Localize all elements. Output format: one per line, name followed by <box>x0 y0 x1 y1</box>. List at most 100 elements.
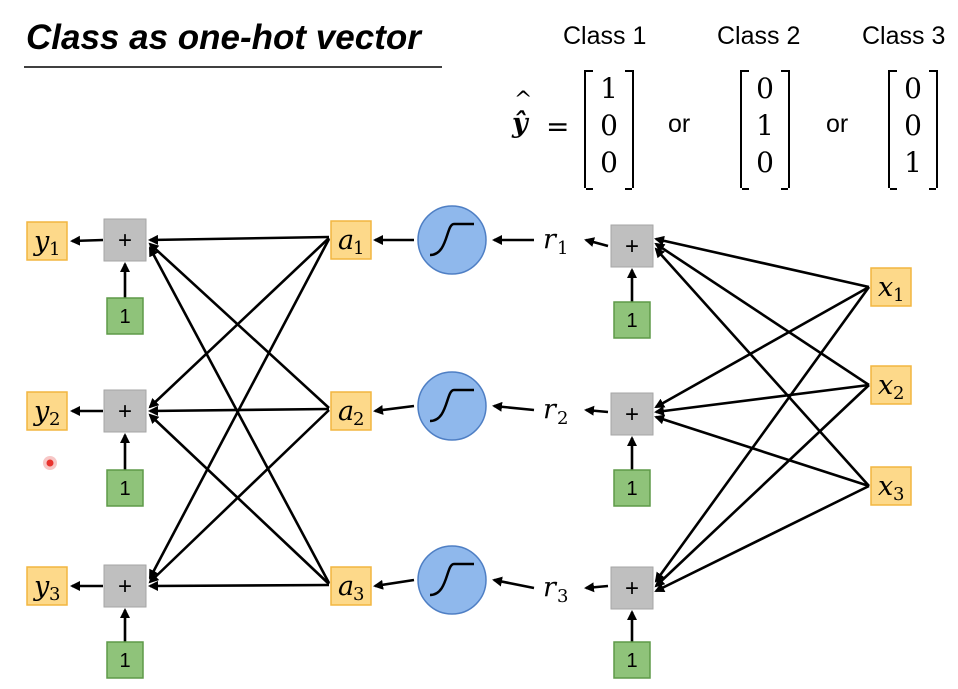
sigmoid-curve <box>429 222 474 257</box>
bias-node: 1 <box>106 297 144 335</box>
y-symbol: y <box>33 226 50 257</box>
x-subscript: 2 <box>893 383 904 404</box>
edge-x-to-sum <box>654 484 870 593</box>
class-3-label: Class 3 <box>862 22 946 50</box>
pointer-dot <box>43 456 57 470</box>
a-subscript: 1 <box>353 238 364 259</box>
bias-value: 1 <box>119 478 130 500</box>
plus-symbol: + <box>118 398 132 425</box>
a-symbol: a <box>338 571 354 602</box>
r-subscript: 3 <box>557 586 568 607</box>
one-hot-vector-class-1: 1 0 0 <box>584 70 634 190</box>
sum-node: + <box>103 218 147 262</box>
bias-value: 1 <box>626 478 637 500</box>
sigmoid-icon <box>417 205 487 275</box>
edge-sum-to-r <box>584 237 609 248</box>
plus-symbol: + <box>625 233 639 260</box>
bias-node: 1 <box>613 641 651 679</box>
edge-a-to-sum <box>148 237 330 409</box>
plus-symbol: + <box>118 573 132 600</box>
vector-entry: 0 <box>756 146 774 179</box>
vector-entry: 1 <box>600 72 618 105</box>
edge-x-to-sum <box>654 242 870 387</box>
a-symbol: a <box>338 396 354 427</box>
x-subscript: 3 <box>893 484 904 505</box>
edge-a-to-sum <box>148 405 330 416</box>
r-subscript: 2 <box>557 408 568 429</box>
or-label-2: or <box>826 110 849 138</box>
slide-title: Class as one-hot vector <box>26 18 421 57</box>
bias-value: 1 <box>119 306 130 328</box>
class-1-label: Class 1 <box>563 22 647 50</box>
edge-x-to-sum <box>654 414 870 488</box>
edge-a-to-sum <box>148 238 331 580</box>
plus-symbol: + <box>625 575 639 602</box>
vector-entry: 0 <box>600 146 618 179</box>
x-symbol: x <box>878 370 893 401</box>
network-edges <box>70 234 871 642</box>
edge-a-to-sum <box>148 234 330 245</box>
bias-value: 1 <box>626 650 637 672</box>
bias-value: 1 <box>119 650 130 672</box>
bias-value: 1 <box>626 310 637 332</box>
edge-r-to-sigmoid <box>492 576 535 590</box>
edge-sum-to-r <box>584 405 609 416</box>
one-hot-vector-class-3: 0 0 1 <box>888 70 938 190</box>
y-symbol: y <box>33 396 50 427</box>
sum-node: + <box>610 224 654 268</box>
sum-node: + <box>610 566 654 610</box>
edge-sigmoid-to-a <box>373 578 415 590</box>
edge-a-to-sum <box>148 242 330 409</box>
sigmoid-icon <box>417 545 487 615</box>
equals-sign: = <box>546 110 570 143</box>
vector-entry: 0 <box>756 72 774 105</box>
a-symbol: a <box>338 225 354 256</box>
edge-x-to-sum <box>654 384 870 588</box>
r-subscript: 1 <box>557 238 568 259</box>
edge-sigmoid-to-a <box>373 404 415 415</box>
edge-r-to-sigmoid <box>492 401 535 412</box>
edge-a-to-sum <box>148 413 330 585</box>
edge-a-to-sum <box>148 580 330 591</box>
r-symbol: r <box>543 224 558 255</box>
y-subscript: 3 <box>49 584 60 605</box>
vector-entry: 0 <box>600 109 618 142</box>
vector-entry: 1 <box>756 109 774 142</box>
bias-node: 1 <box>106 469 144 507</box>
a-2-node: a2 <box>330 391 372 431</box>
vector-entry: 1 <box>904 146 922 179</box>
one-hot-vector-class-2: 0 1 0 <box>740 70 790 190</box>
edge-x-to-sum <box>654 235 870 289</box>
or-label-1: or <box>668 110 691 138</box>
plus-symbol: + <box>118 227 132 254</box>
x-subscript: 1 <box>893 285 904 306</box>
y-subscript: 1 <box>49 239 60 260</box>
class-2-label: Class 2 <box>717 22 801 50</box>
a-subscript: 2 <box>353 409 364 430</box>
x-symbol: x <box>878 272 893 303</box>
edge-a-to-sum <box>148 409 330 584</box>
sum-node: + <box>103 564 147 608</box>
edge-sum-to-y <box>70 235 104 246</box>
a-subscript: 3 <box>353 584 364 605</box>
y-subscript: 2 <box>49 409 60 430</box>
edge-x-to-sum <box>654 286 871 583</box>
edge-x-to-sum <box>654 383 870 416</box>
title-underline <box>24 66 442 68</box>
x-symbol: x <box>878 471 893 502</box>
vector-entry: 0 <box>904 72 922 105</box>
bias-node: 1 <box>613 469 651 507</box>
r-symbol: r <box>543 394 558 425</box>
plus-symbol: + <box>625 401 639 428</box>
edge-sum-to-r <box>584 582 609 593</box>
